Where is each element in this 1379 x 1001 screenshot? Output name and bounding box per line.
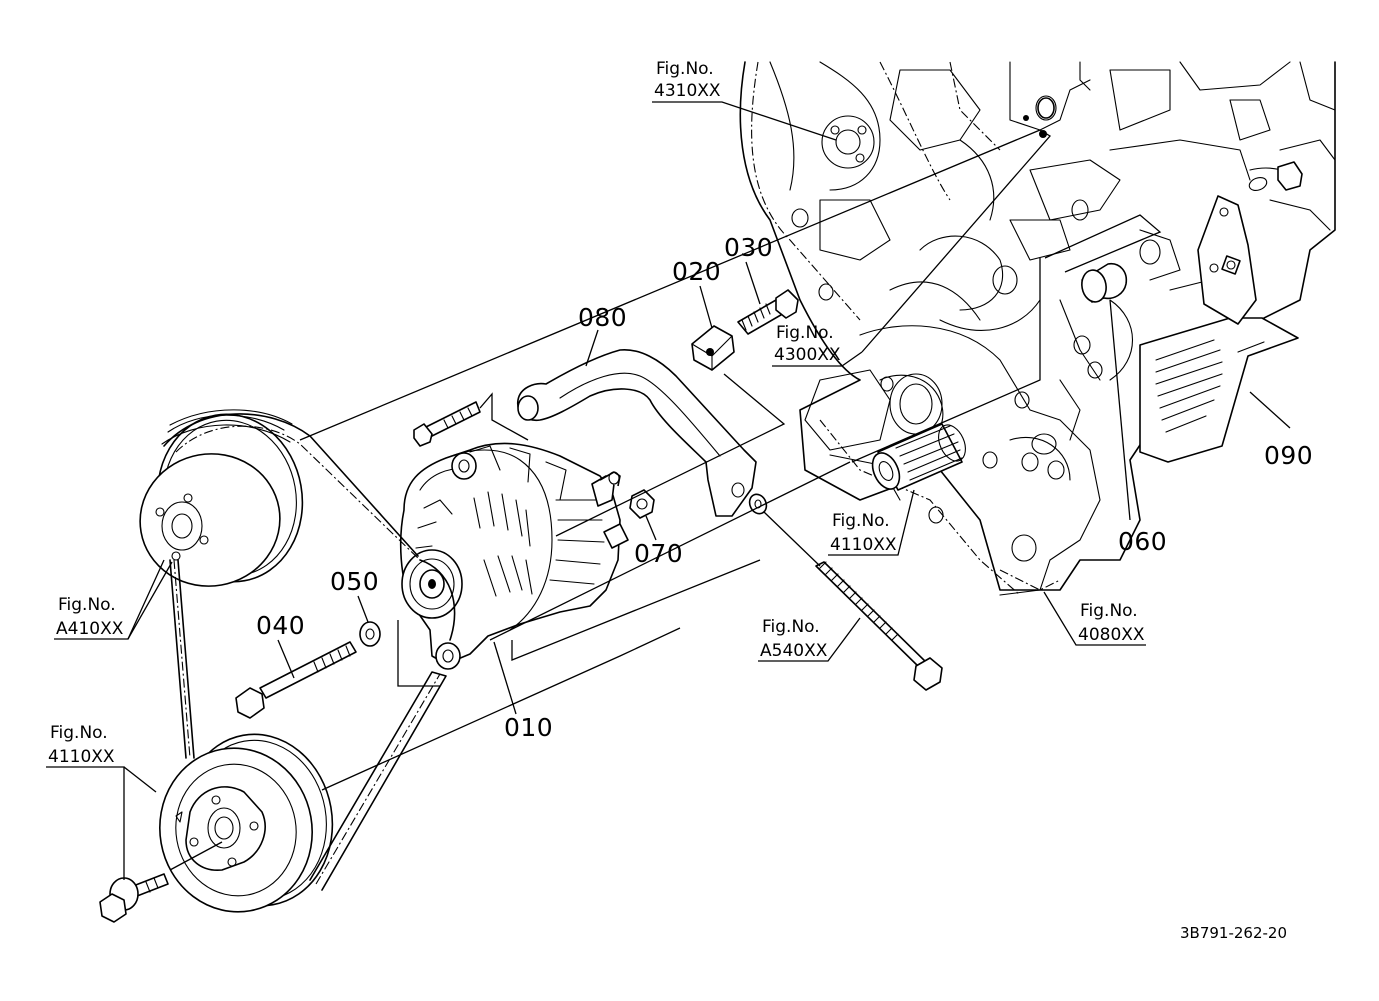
long-bolt-A540 xyxy=(763,511,943,691)
figure-ref-4300: Fig.No. 4300XX xyxy=(772,323,863,367)
label-090: 090 xyxy=(1264,441,1313,470)
fig-number: 4110XX xyxy=(48,747,115,767)
label-080: 080 xyxy=(578,303,627,332)
crank-bolt xyxy=(99,841,223,923)
shield-slots xyxy=(1155,339,1265,433)
fig-number: A410XX xyxy=(56,619,124,639)
heat-shield-090 xyxy=(1139,195,1299,463)
fig-number: A540XX xyxy=(760,641,828,661)
fig-number: 4310XX xyxy=(654,81,721,101)
construction-lines xyxy=(299,115,1051,791)
fig-prefix: Fig.No. xyxy=(776,323,834,343)
fig-number: 4110XX xyxy=(830,535,897,555)
fig-prefix: Fig.No. xyxy=(50,723,108,743)
nut-block-020 xyxy=(691,285,735,371)
v-belt xyxy=(163,413,456,891)
bolt-030 xyxy=(737,261,799,335)
part-labels: 010 020 030 040 050 060 070 080 090 xyxy=(256,233,1313,742)
figure-ref-4110-engine: Fig.No. 4110XX xyxy=(828,489,915,556)
figure-ref-A540: Fig.No. A540XX xyxy=(758,617,861,662)
fig-prefix: Fig.No. xyxy=(656,59,714,79)
fig-number: 4080XX xyxy=(1078,625,1145,645)
fig-number: 4300XX xyxy=(774,345,841,365)
label-040: 040 xyxy=(256,611,305,640)
washer-center xyxy=(748,493,768,515)
fan-pulley xyxy=(139,409,304,587)
fig-prefix: Fig.No. xyxy=(832,511,890,531)
bracket-arm-080 xyxy=(516,329,757,517)
crank-pulley xyxy=(159,733,334,913)
alternator-010 xyxy=(397,442,761,715)
figure-ref-4110-pulley: Fig.No. 4110XX xyxy=(46,723,157,880)
label-030: 030 xyxy=(724,233,773,262)
label-050: 050 xyxy=(330,567,379,596)
figure-ref-4310: Fig.No. 4310XX xyxy=(652,59,837,141)
figure-ref-4080: Fig.No. 4080XX xyxy=(1043,591,1146,646)
drawing-number: 3B791-262-20 xyxy=(1180,924,1287,942)
washer-050 xyxy=(357,595,381,647)
figure-ref-A410: Fig.No. A410XX xyxy=(54,559,173,640)
engine-block xyxy=(739,61,1336,596)
fig-prefix: Fig.No. xyxy=(762,617,820,637)
fig-prefix: Fig.No. xyxy=(1080,601,1138,621)
spacer-060 xyxy=(1044,214,1162,521)
label-020: 020 xyxy=(672,257,721,286)
label-060: 060 xyxy=(1118,527,1167,556)
label-010: 010 xyxy=(504,713,553,742)
bolt-upper xyxy=(413,392,529,447)
label-070: 070 xyxy=(634,539,683,568)
bolt-040 xyxy=(235,639,357,719)
fig-prefix: Fig.No. xyxy=(58,595,116,615)
